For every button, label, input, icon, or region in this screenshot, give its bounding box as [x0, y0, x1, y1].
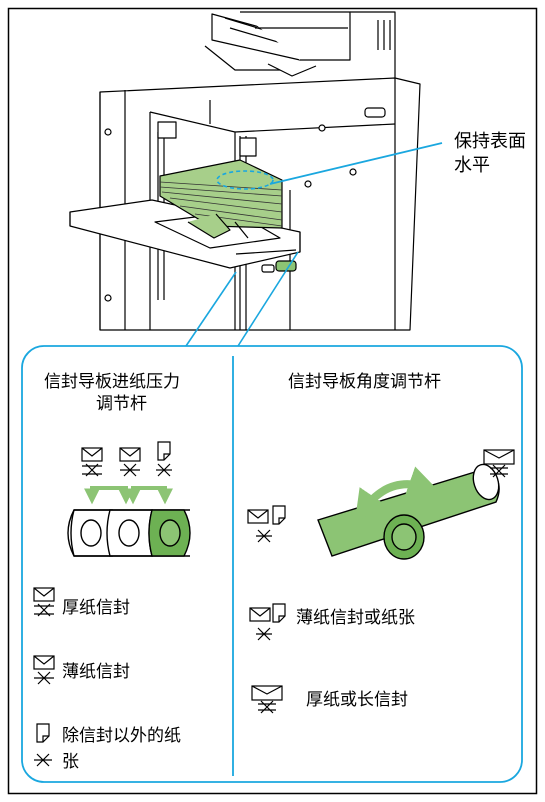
outer-frame: [7, 7, 538, 795]
thin-envelope-paper-icon: [249, 603, 286, 641]
selection-arrows: [84, 486, 173, 505]
plain-paper-icon: [156, 441, 172, 477]
legend-plain-paper-text-line2: 张: [62, 752, 79, 772]
thin-envelope-paper-icon: [247, 505, 286, 543]
thick-envelope-icon: [33, 587, 55, 617]
pressure-lever-icons: [81, 441, 172, 477]
thick-envelope-icon: [483, 449, 515, 478]
zoom-line-left: [185, 271, 237, 347]
right-panel-title: 信封导板角度调节杆: [288, 372, 441, 392]
plain-paper-icon: [34, 723, 52, 767]
legend-plain-paper-text-line1: 除信封以外的纸: [62, 726, 181, 746]
left-panel-title-line2: 调节杆: [96, 394, 147, 414]
rotation-arrow: [354, 466, 441, 523]
legend-thin-envelope-paper-text: 薄纸信封或纸张: [296, 608, 415, 628]
right-legend-icons: [249, 603, 286, 714]
legend-thick-long-envelope-text: 厚纸或长信封: [306, 690, 408, 710]
angle-lever-icons: [247, 449, 515, 543]
zoom-line-right: [237, 251, 299, 347]
callout-text-line2: 水平: [454, 155, 490, 176]
thick-envelope-icon: [251, 685, 283, 714]
callout-text-line1: 保持表面: [454, 131, 526, 152]
callout-leader: [269, 142, 443, 185]
pressure-lever: [67, 509, 191, 557]
thick-envelope-icon: [81, 447, 103, 477]
left-legend-icons: [33, 587, 55, 767]
focus-area: [216, 170, 274, 190]
thin-envelope-icon: [33, 655, 55, 685]
legend-thick-envelope-text: 厚纸信封: [62, 598, 130, 618]
legend-thin-envelope-text: 薄纸信封: [62, 662, 130, 682]
left-panel-title-line1: 信封导板进纸压力: [44, 372, 180, 392]
thin-envelope-icon: [119, 447, 141, 477]
detail-panel: [21, 345, 523, 783]
printer-illustration: [69, 11, 421, 331]
